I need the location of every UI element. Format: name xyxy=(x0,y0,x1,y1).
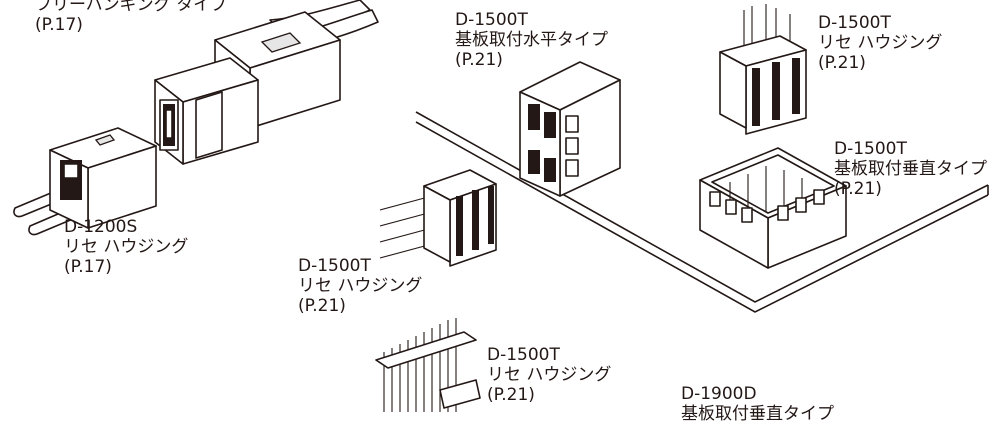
label-d1200s: D-1200S リセ ハウジング (P.17) xyxy=(64,217,188,277)
label-d1500t-receptacle-top-line2: リセ ハウジング xyxy=(818,33,943,53)
label-d1500t-receptacle-bottom: D-1500T リセ ハウジング (P.21) xyxy=(487,345,611,405)
label-d1500t-receptacle-bottom-line1: D-1500T xyxy=(487,345,560,365)
label-d1500t-horizontal-line1: D-1500T xyxy=(455,10,528,30)
label-d1200s-line2: リセ ハウジング xyxy=(64,237,189,257)
label-d1500t-receptacle-bottom-line2: リセ ハウジング xyxy=(487,365,612,385)
label-d1500t-receptacle-top-line3: (P.21) xyxy=(818,53,866,73)
label-d1500t-horizontal-line2: 基板取付水平タイプ xyxy=(455,30,608,50)
label-free-hanging-line1: フリーハンギング タイプ xyxy=(35,0,228,15)
label-d1500t-vertical-line2: 基板取付垂直タイプ xyxy=(834,159,987,179)
label-d1500t-receptacle-top-line1: D-1500T xyxy=(818,13,891,33)
d1200s-receptacle xyxy=(13,127,157,236)
d1500t-vertical-header xyxy=(699,147,847,269)
free-hanging-plug xyxy=(154,0,379,165)
d1500t-receptacle-bottom xyxy=(375,318,481,412)
label-d1500t-receptacle-mid-line1: D-1500T xyxy=(298,256,371,276)
label-free-hanging: フリーハンギング タイプ (P.17) xyxy=(35,0,227,35)
label-free-hanging-line2: (P.17) xyxy=(35,15,83,35)
label-d1500t-vertical-line1: D-1500T xyxy=(834,139,907,159)
label-d1500t-receptacle-bottom-line3: (P.21) xyxy=(487,385,535,405)
label-d1500t-receptacle-top: D-1500T リセ ハウジング (P.21) xyxy=(818,13,942,73)
label-d1500t-vertical-line3: (P.21) xyxy=(834,179,882,199)
label-d1500t-receptacle-mid-line3: (P.21) xyxy=(298,296,346,316)
d1500t-receptacle-mid xyxy=(379,169,497,267)
label-d1200s-line3: (P.17) xyxy=(64,257,112,277)
label-d1900d-line2: 基板取付垂直タイプ xyxy=(681,404,834,424)
d1500t-horizontal-header xyxy=(519,61,621,197)
label-d1500t-receptacle-mid-line2: リセ ハウジング xyxy=(298,276,423,296)
label-d1200s-line1: D-1200S xyxy=(64,217,138,237)
label-d1900d: D-1900D 基板取付垂直タイプ xyxy=(681,384,834,424)
d1500t-receptacle-top xyxy=(719,4,807,135)
label-d1900d-line1: D-1900D xyxy=(681,384,757,404)
label-d1500t-receptacle-mid: D-1500T リセ ハウジング (P.21) xyxy=(298,256,422,316)
label-d1500t-horizontal-line3: (P.21) xyxy=(455,50,503,70)
label-d1500t-vertical: D-1500T 基板取付垂直タイプ (P.21) xyxy=(834,139,987,199)
label-d1500t-horizontal: D-1500T 基板取付水平タイプ (P.21) xyxy=(455,10,608,70)
connector-lineup-illustration xyxy=(13,0,989,412)
